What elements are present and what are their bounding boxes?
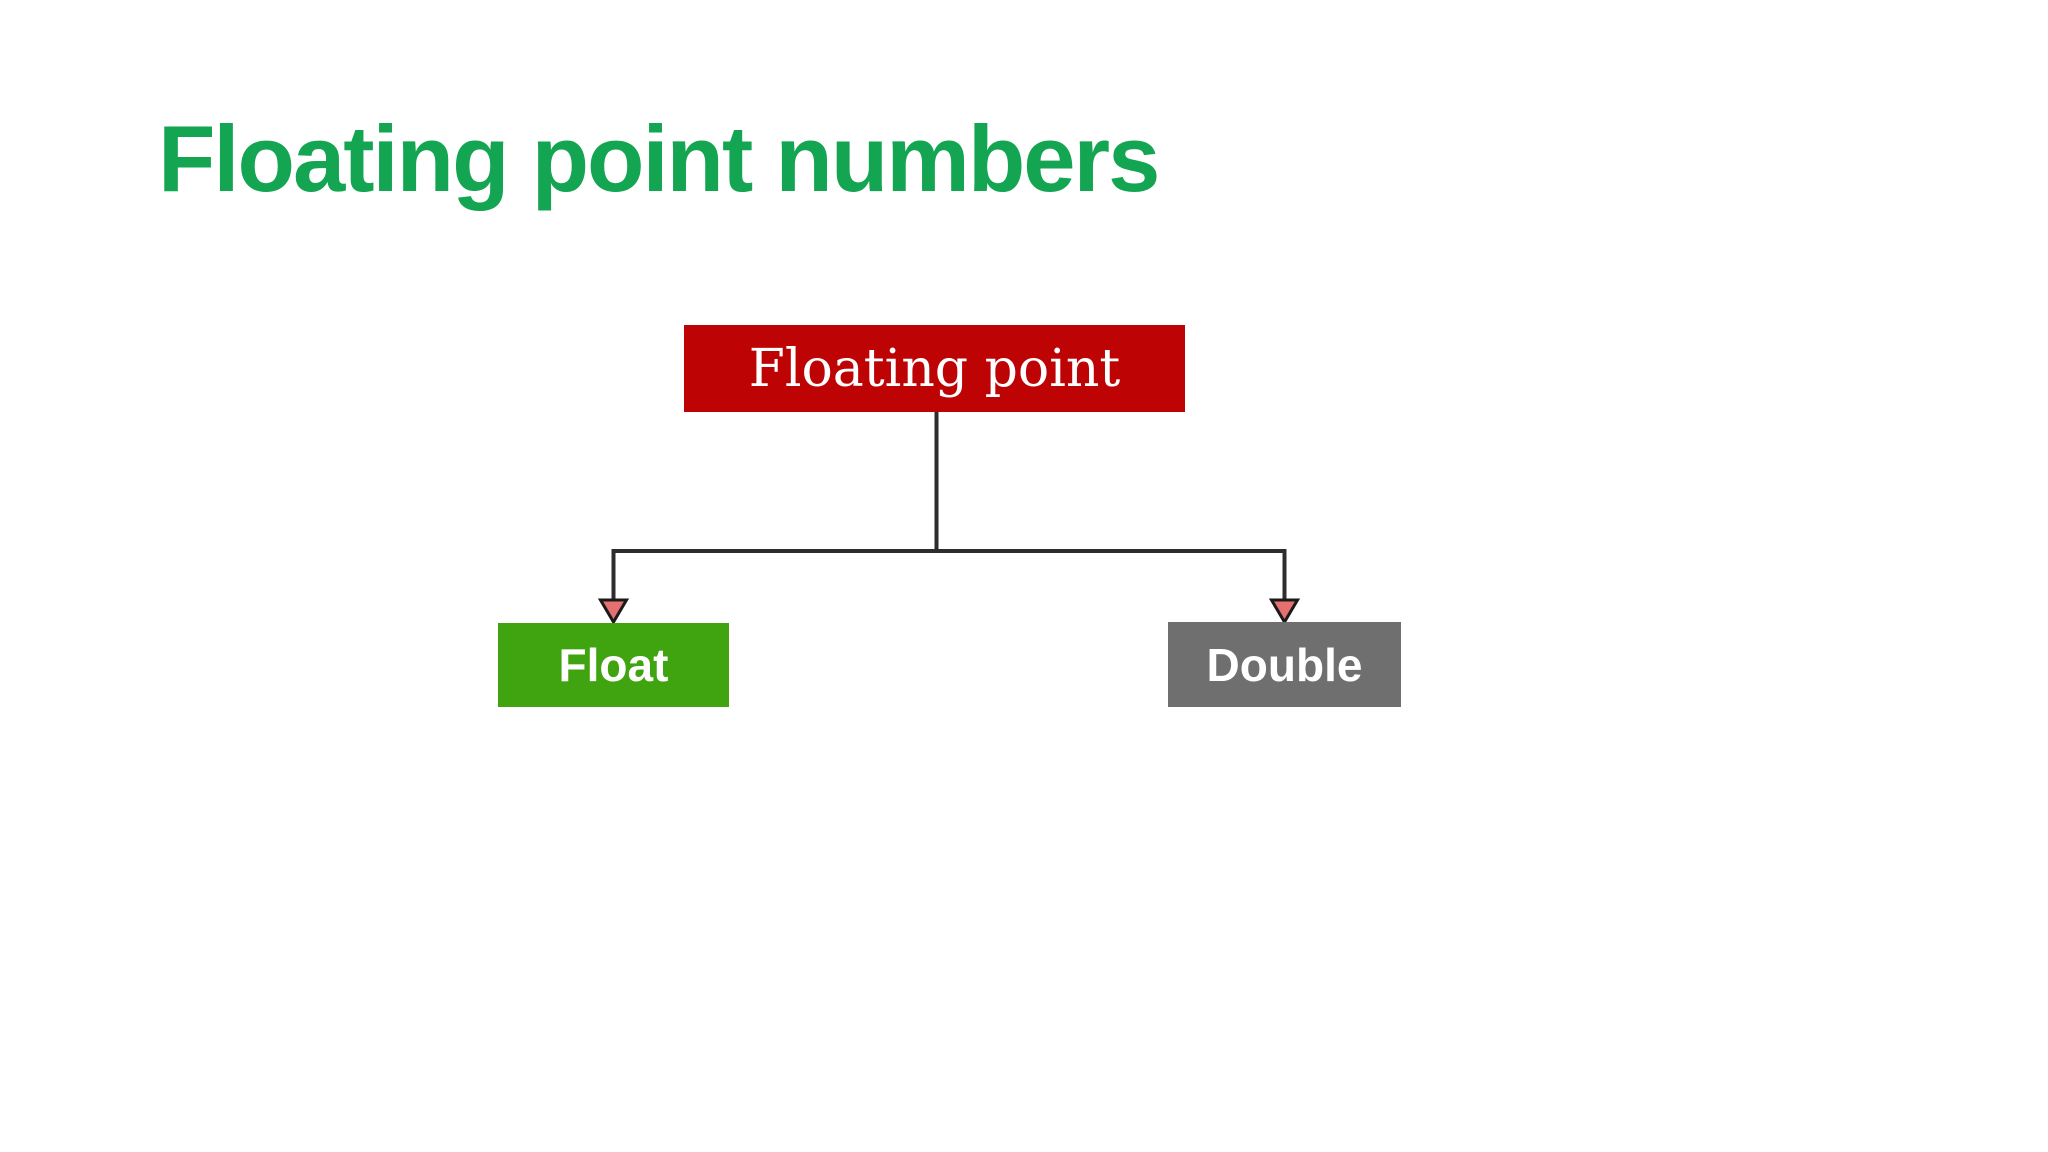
node-double-label: Double — [1206, 638, 1363, 691]
page-title: Floating point numbers — [158, 106, 1160, 211]
node-floating-point-label: Floating point — [748, 338, 1121, 399]
connector-branch — [611, 549, 1287, 602]
arrowhead-left-icon — [597, 598, 630, 625]
node-floating-point: Floating point — [684, 325, 1185, 412]
arrowhead-right-icon — [1268, 598, 1301, 625]
node-double: Double — [1168, 622, 1401, 707]
node-float: Float — [498, 623, 729, 707]
node-float-label: Float — [558, 639, 669, 691]
